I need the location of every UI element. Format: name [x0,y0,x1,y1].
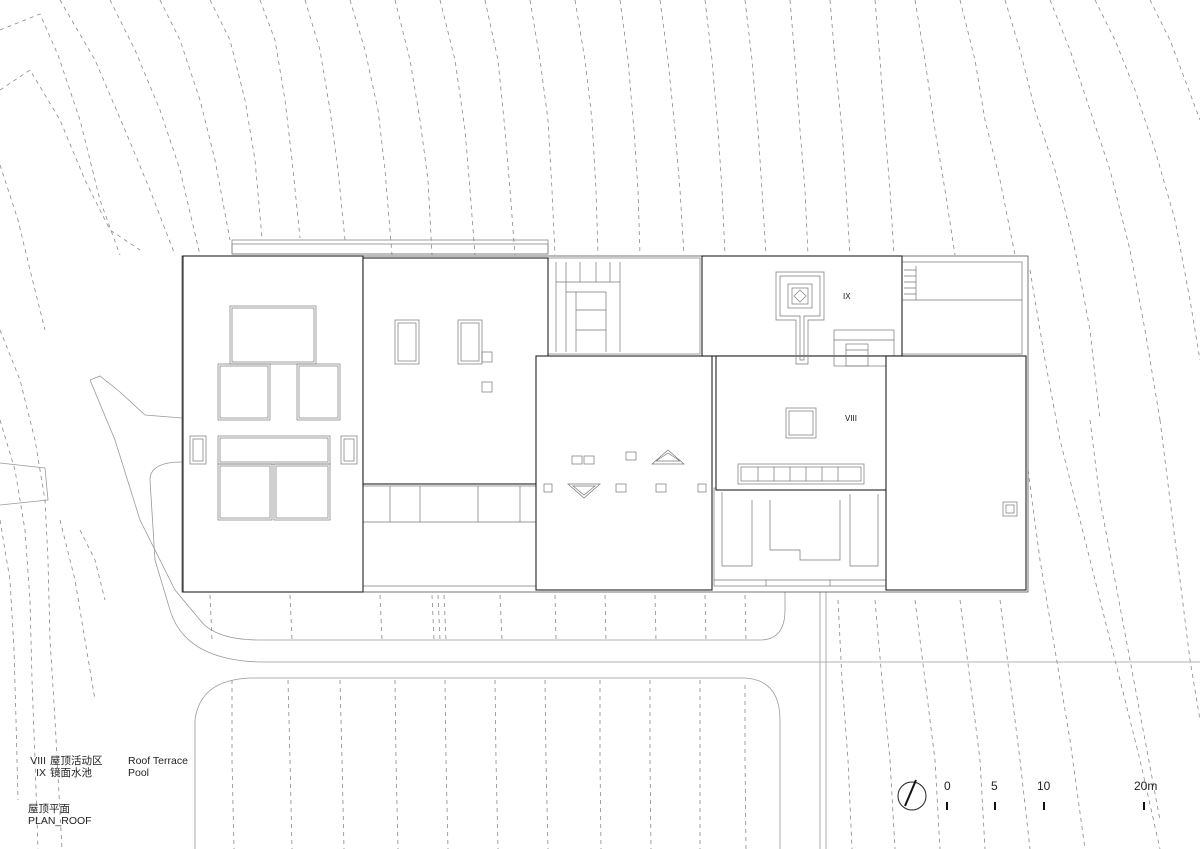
legend-cn: 屋顶活动区 [50,755,103,767]
site-paths [0,375,1200,849]
room-label-viii: VIII [845,414,857,423]
plan-title-en: PLAN_ROOF [28,815,92,827]
scale-tick [1143,802,1145,810]
legend-num: IX [36,767,46,779]
scale-tick [994,802,996,810]
building-roof [181,239,1029,593]
scale-tick [1043,802,1045,810]
room-label-ix: IX [843,292,851,301]
legend-item-ix: IX 镜面水池 [28,767,92,779]
legend-en-viii: Roof Terrace [128,755,188,767]
north-arrow-icon [897,779,927,811]
scale-tick [946,802,948,810]
legend-en-ix: Pool [128,767,150,779]
scale-label-5: 5 [991,779,998,793]
legend-num: VIII [30,755,46,767]
plan-title-cn: 屋顶平面 [28,803,70,815]
legend-item-viii: VIII 屋顶活动区 [28,755,103,767]
scale-label-10: 10 [1037,779,1051,793]
scale-label-0: 0 [944,779,951,793]
scale-label-20m: 20m [1134,779,1158,793]
legend-cn: 镜面水池 [50,767,92,779]
